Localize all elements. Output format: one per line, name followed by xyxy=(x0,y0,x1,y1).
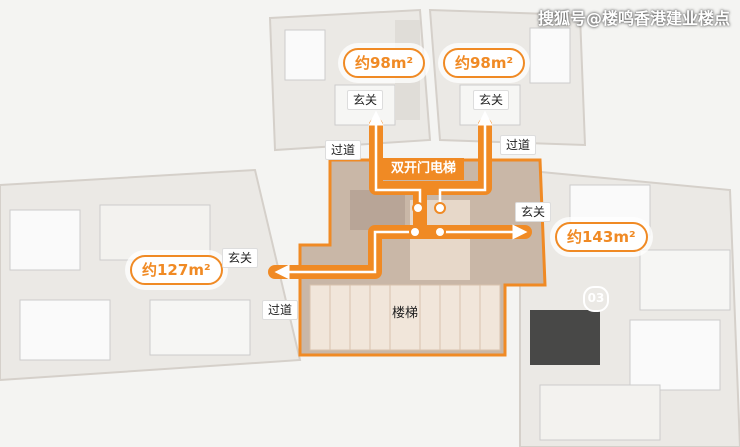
label-entry-top-left: 玄关 xyxy=(347,90,384,110)
label-entry-left: 玄关 xyxy=(222,248,259,268)
unit-number-badge: 03 xyxy=(583,286,609,312)
area-unit: m² xyxy=(613,228,636,246)
unit-right xyxy=(519,168,740,447)
arrow-lines xyxy=(274,110,528,280)
label-entry-top-right: 玄关 xyxy=(473,90,510,110)
area-value: 约143 xyxy=(567,228,614,246)
label-corridor-left: 过道 xyxy=(262,300,299,320)
area-value: 约98 xyxy=(455,54,491,72)
elevator-doors xyxy=(409,202,446,238)
area-value: 约127 xyxy=(142,261,189,279)
unit-top-left xyxy=(268,8,432,152)
area-badge-left: 约127m² xyxy=(130,255,223,285)
area-unit: m² xyxy=(390,54,414,72)
label-corridor-top-right: 过道 xyxy=(500,135,537,155)
label-stairs: 楼梯 xyxy=(392,306,419,321)
watermark: 搜狐号@楼鸣香港建业楼点 xyxy=(537,9,730,28)
label-corridor-top-left: 过道 xyxy=(325,140,362,160)
label-entry-right: 玄关 xyxy=(515,202,552,222)
area-value: 约98 xyxy=(355,54,391,72)
area-unit: m² xyxy=(188,261,211,279)
area-badge-right: 约143m² xyxy=(555,222,648,252)
area-badge-top-left: 约98m² xyxy=(343,48,426,78)
label-elevator: 双开门电梯 xyxy=(383,158,465,180)
area-badge-top-right: 约98m² xyxy=(443,48,526,78)
area-unit: m² xyxy=(490,54,514,72)
core-area xyxy=(298,158,547,357)
